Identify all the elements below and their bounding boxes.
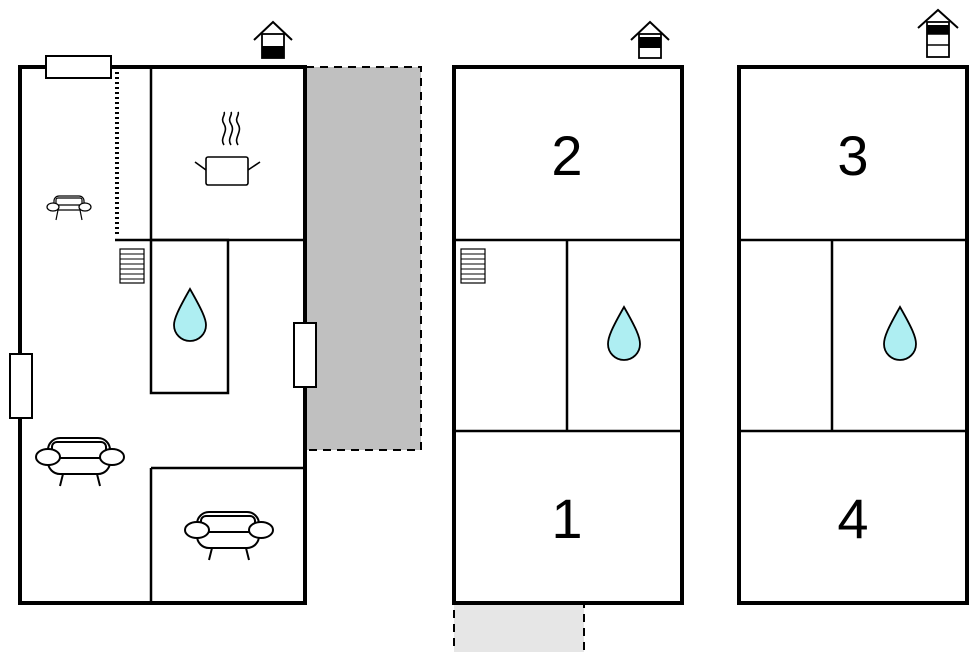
kitchen-pot-icon [194, 111, 261, 186]
first-floor: 2 1 [452, 20, 684, 652]
sofa-icon [46, 195, 92, 221]
second-floor-outline [737, 65, 969, 605]
sofa-icon [184, 511, 274, 561]
terrace [305, 66, 422, 451]
ground-floor-outline [18, 65, 307, 605]
door [293, 322, 317, 388]
stairs-icon [119, 248, 145, 284]
house-floor-0-icon [253, 20, 293, 59]
ground-floor [9, 20, 422, 605]
bathroom-drop-icon [607, 305, 641, 361]
bathroom-drop-icon [173, 287, 207, 342]
sofa-icon [35, 437, 125, 487]
room-number: 1 [551, 487, 582, 550]
outside-area [453, 603, 585, 652]
room-number: 2 [551, 124, 582, 187]
house-floor-1-icon [630, 20, 670, 59]
room-number: 3 [837, 124, 868, 187]
bathroom-walls [149, 238, 230, 395]
house-floor-2-icon [917, 8, 959, 58]
bathroom-drop-icon [883, 305, 917, 361]
stairs-icon [460, 248, 486, 284]
room-number: 4 [837, 487, 868, 550]
second-floor: 3 4 [737, 8, 969, 605]
window [9, 353, 33, 419]
window [45, 55, 112, 79]
